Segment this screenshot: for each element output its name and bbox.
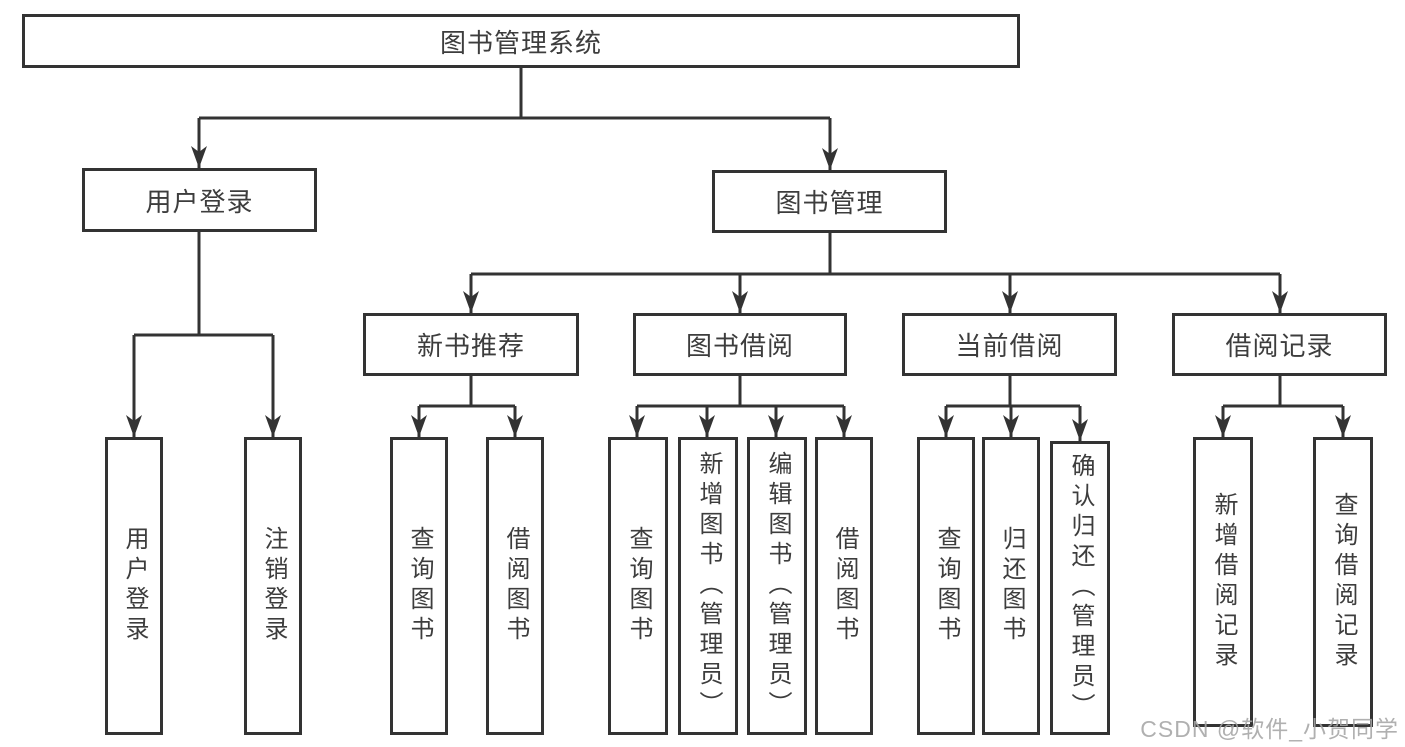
arrowhead-icon [822, 148, 838, 170]
arrowhead-icon [1215, 415, 1231, 437]
leaf-return-books: 归还图书 [982, 437, 1040, 735]
arrowhead-icon [1272, 291, 1288, 313]
arrowhead-icon [265, 415, 281, 437]
node-label: 借阅图书 [831, 526, 858, 646]
arrowhead-icon [1002, 291, 1018, 313]
node-label: 查询借阅记录 [1330, 492, 1357, 672]
node-label: 编辑图书（管理员） [764, 451, 791, 721]
arrowhead-icon [629, 415, 645, 437]
leaf-confirm-return-admin: 确认归还（管理员） [1050, 441, 1110, 735]
leaf-borrow-books-recommend: 借阅图书 [486, 437, 544, 735]
node-label: 归还图书 [998, 526, 1025, 646]
node-label: 查询图书 [406, 526, 433, 646]
node-label: 借阅图书 [502, 526, 529, 646]
node-label: 图书借阅 [685, 331, 794, 361]
node-label: 查询图书 [625, 526, 652, 646]
arrowhead-icon [1335, 415, 1351, 437]
node-label: 新增图书（管理员） [695, 451, 722, 721]
node-user-login: 用户登录 [82, 168, 317, 232]
leaf-query-books-current: 查询图书 [917, 437, 975, 735]
leaf-edit-books-admin: 编辑图书（管理员） [747, 437, 807, 735]
node-label: 注销登录 [260, 526, 287, 646]
node-label: 当前借阅 [955, 331, 1064, 361]
arrowhead-icon [1003, 415, 1019, 437]
csdn-watermark: CSDN @软件_小贺同学 [1140, 716, 1399, 742]
leaf-query-books-recommend: 查询图书 [390, 437, 448, 735]
leaf-user-login: 用户登录 [105, 437, 163, 735]
node-label: 新书推荐 [416, 331, 525, 361]
arrowhead-icon [732, 291, 748, 313]
node-label: 用户登录 [145, 186, 254, 217]
node-borrowing-records: 借阅记录 [1172, 313, 1387, 376]
leaf-query-books-borrow: 查询图书 [608, 437, 668, 735]
leaf-query-borrow-record: 查询借阅记录 [1313, 437, 1373, 727]
leaf-logout: 注销登录 [244, 437, 302, 735]
arrowhead-icon [938, 415, 954, 437]
node-label: 查询图书 [933, 526, 960, 646]
arrowhead-icon [699, 415, 715, 437]
arrowhead-icon [411, 415, 427, 437]
node-book-management: 图书管理 [712, 170, 947, 233]
arrowhead-icon [768, 415, 784, 437]
node-label: 新增借阅记录 [1210, 492, 1237, 672]
leaf-add-borrow-record: 新增借阅记录 [1193, 437, 1253, 727]
node-label: 借阅记录 [1225, 331, 1334, 361]
arrowhead-icon [507, 415, 523, 437]
node-label: 确认归还（管理员） [1067, 453, 1094, 723]
node-library-system: 图书管理系统 [22, 14, 1020, 68]
node-new-book-recommend: 新书推荐 [363, 313, 579, 376]
node-book-borrowing: 图书借阅 [633, 313, 847, 376]
node-current-borrowing: 当前借阅 [902, 313, 1117, 376]
leaf-borrow-books: 借阅图书 [815, 437, 873, 735]
node-label: 图书管理系统 [439, 27, 602, 58]
node-label: 用户登录 [121, 526, 148, 646]
connector-path [132, 68, 1345, 441]
node-label: 图书管理 [775, 188, 884, 218]
arrowhead-icon [1072, 419, 1088, 441]
arrowhead-icon [191, 146, 207, 168]
arrowhead-icon [126, 415, 142, 437]
arrowhead-icon [836, 415, 852, 437]
arrowhead-icon [463, 291, 479, 313]
leaf-add-books-admin: 新增图书（管理员） [678, 437, 738, 735]
